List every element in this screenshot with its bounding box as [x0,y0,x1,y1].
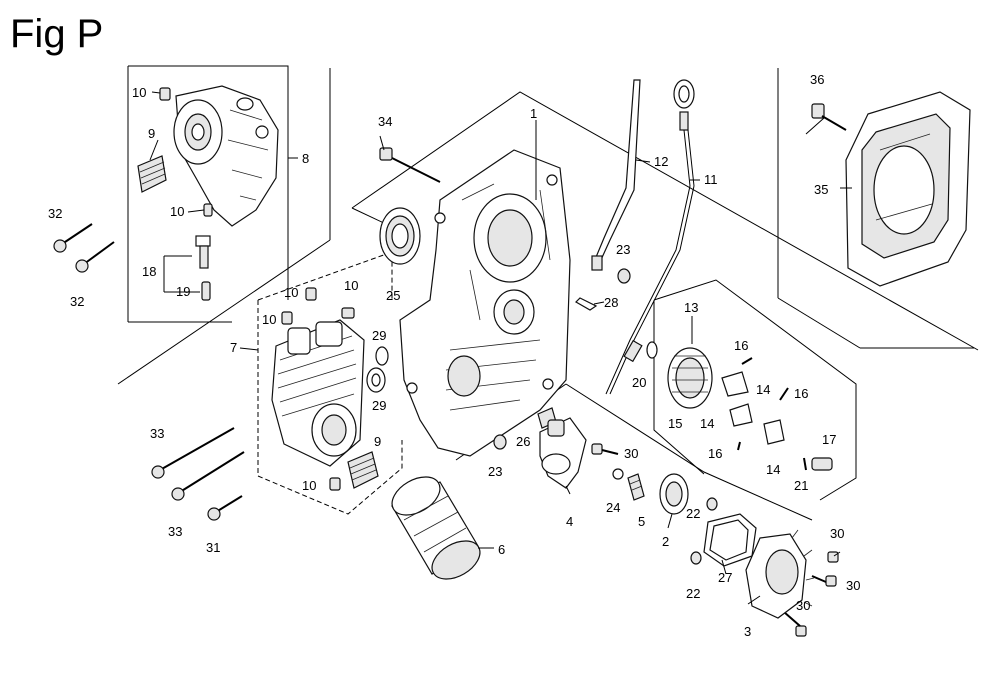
callout-1: 1 [530,106,537,121]
part-9-spring-lower [347,451,379,489]
part-24-ball [612,468,624,480]
callout-29-a: 29 [372,328,386,343]
callout-11: 11 [704,172,718,187]
part-4-oil-pump-body [539,417,587,489]
callout-9-upper: 9 [148,126,155,141]
callout-27: 27 [718,570,732,585]
callout-10-b: 10 [170,204,184,219]
callout-5: 5 [638,514,645,529]
callout-30-a: 30 [624,446,638,461]
callout-23-b: 23 [488,464,502,479]
part-16-pins [737,357,789,451]
callout-10-a: 10 [132,85,146,100]
part-35-cover [845,91,971,287]
callout-15: 15 [668,416,682,431]
part-18-fitting [195,235,211,301]
callout-31: 31 [206,540,220,555]
figure-title: Fig P [10,12,104,56]
part-10-bolts-lower [281,287,355,491]
callout-14-b: 14 [700,416,714,431]
callout-13: 13 [684,300,698,315]
callout-4: 4 [566,514,573,529]
part-3-pump-cover [745,529,815,619]
callout-10-d: 10 [344,278,358,293]
part-9-spring-upper [137,155,167,193]
callout-8: 8 [302,151,309,166]
callout-32-b: 32 [70,294,84,309]
part-23-dowel-lower [493,434,507,450]
callout-12: 12 [654,154,668,169]
callout-3: 3 [744,624,751,639]
callout-30-b: 30 [830,526,844,541]
callout-20: 20 [632,375,646,390]
callout-28: 28 [604,295,618,310]
callout-30-d: 30 [796,598,810,613]
part-7-cylinder [271,319,365,467]
callout-16-a: 16 [734,338,748,353]
callout-19: 19 [176,284,190,299]
callout-7: 7 [230,340,237,355]
callout-16-c: 16 [708,446,722,461]
callout-34: 34 [378,114,392,129]
callout-33-b: 33 [168,524,182,539]
part-14-weights [721,371,785,445]
callout-30-c: 30 [846,578,860,593]
callout-labels: 1 2 3 4 5 6 7 8 9 9 10 10 10 10 10 10 11… [48,72,860,639]
callout-22-a: 22 [686,506,700,521]
callout-23-a: 23 [616,242,630,257]
part-8-bracket [173,85,279,227]
callout-2: 2 [662,534,669,549]
callout-16-b: 16 [794,386,808,401]
callout-14-c: 14 [766,462,780,477]
callout-10-e: 10 [262,312,276,327]
part-29-gaskets [366,346,389,393]
part-13-governor [667,347,713,409]
callout-17: 17 [822,432,836,447]
callout-10-c: 10 [284,285,298,300]
part-27-gasket [703,513,757,567]
callout-33-a: 33 [150,426,164,441]
leader-lines [149,91,852,605]
part-22-dowels [690,497,718,565]
part-2-rotor [659,473,689,515]
part-6-oil-filter [391,476,481,580]
callout-22-b: 22 [686,586,700,601]
callout-29-b: 29 [372,398,386,413]
part-30-bolts [591,443,839,637]
callout-21: 21 [794,478,808,493]
part-34-bolt [379,147,441,183]
callout-18: 18 [142,264,156,279]
callout-35: 35 [814,182,828,197]
part-23-dowel-upper [617,268,631,284]
callout-6: 6 [498,542,505,557]
part-20-washer [646,341,658,359]
callout-36: 36 [810,72,824,87]
part-1-crankcase-cover [399,149,571,457]
part-25-oil-seal [379,207,421,265]
callout-9-lower: 9 [374,434,381,449]
callout-25: 25 [386,288,400,303]
part-32-bolts [53,223,115,273]
callout-14-a: 14 [756,382,770,397]
part-11-dipstick [605,79,695,395]
part-12-dipstick-tube [591,79,641,271]
part-5-spring [627,473,645,501]
group-boundaries [117,65,979,521]
callout-26: 26 [516,434,530,449]
part-28-clip [575,297,598,311]
callout-10-f: 10 [302,478,316,493]
part-31-bolt [207,495,243,521]
part-17-shaft [811,457,833,471]
callout-24: 24 [606,500,620,515]
callout-32-a: 32 [48,206,62,221]
part-36-bolt [811,103,847,131]
part-33-bolts [151,427,245,501]
part-21-pin [803,457,807,471]
